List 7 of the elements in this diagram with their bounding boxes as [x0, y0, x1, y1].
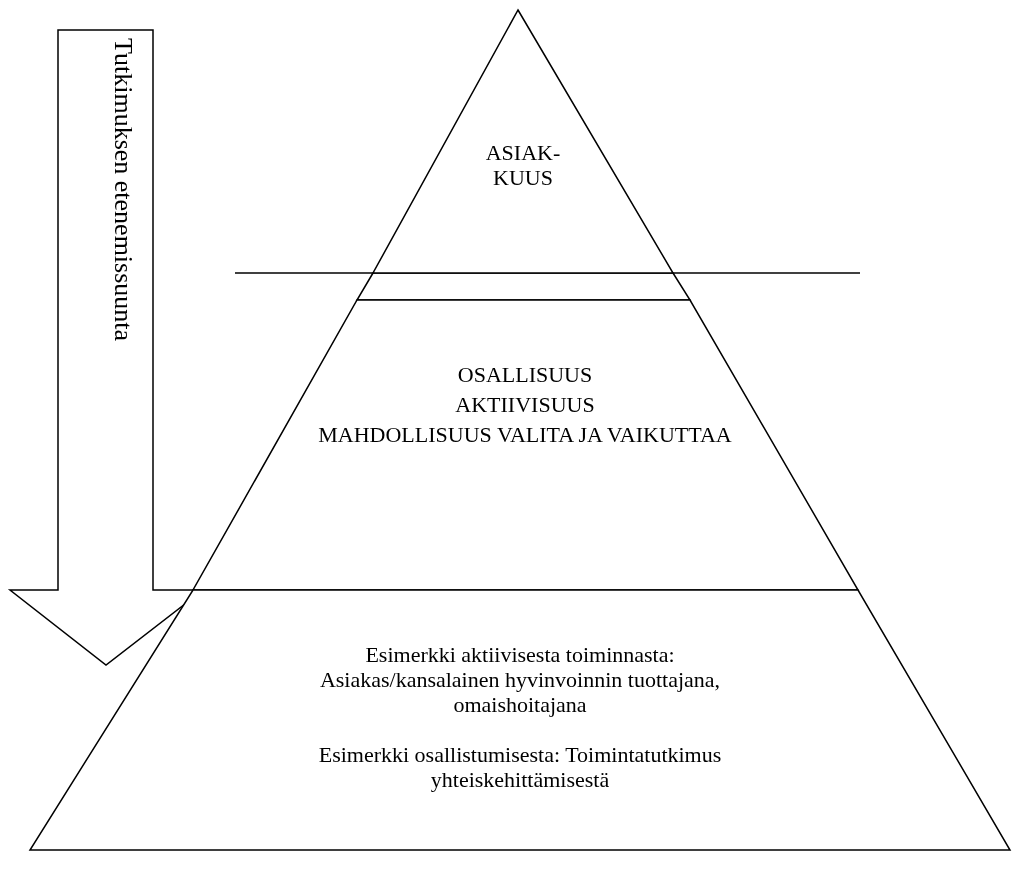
- tier-text: MAHDOLLISUUS VALITA JA VAIKUTTAA: [317, 422, 733, 447]
- tier-text: OSALLISUUS: [456, 362, 594, 387]
- tier-text: AKTIIVISUUS: [454, 392, 596, 417]
- arrow-label: Tutkimuksen etenemissuunta: [108, 38, 138, 342]
- tier-text: Esimerkki aktiivisesta toiminnasta: Asiakas/kansalainen hyvinvoinnin tuottajana, omaishoitajana: [318, 642, 722, 717]
- tier-text: ASIAK- KUUS: [484, 140, 562, 190]
- tier-text: Esimerkki osallistumisesta: Toimintatutkimus yhteiskehittämisestä: [317, 742, 723, 792]
